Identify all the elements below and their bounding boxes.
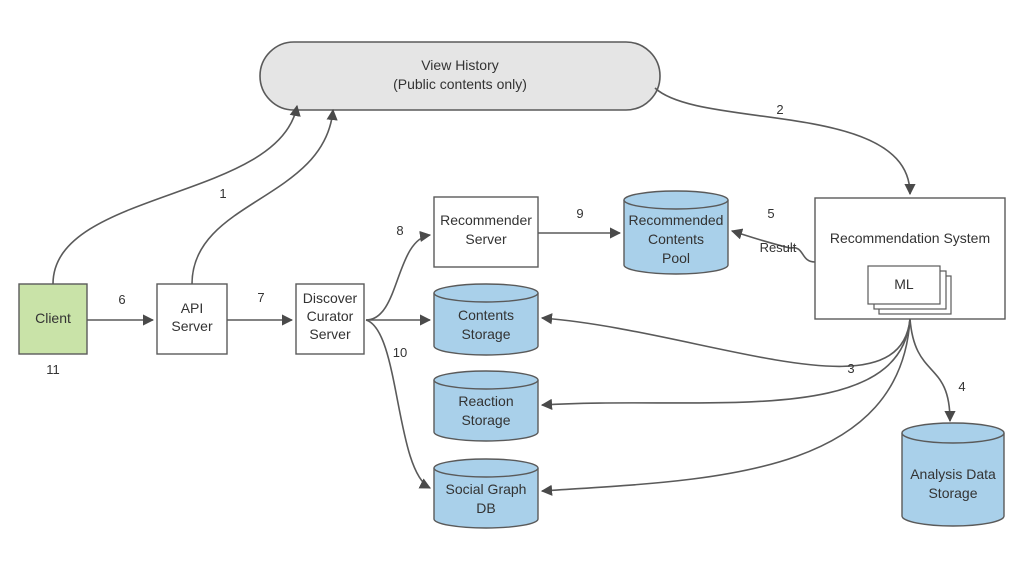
discover-label-line2: Curator — [307, 308, 354, 324]
social-graph-db: Social Graph DB — [433, 458, 539, 529]
view-history-node: View History (Public contents only) — [259, 41, 661, 111]
recommender-server-label-line1: Recommender — [440, 212, 532, 228]
edge-label-9: 9 — [576, 206, 583, 221]
contents-storage-label-line1: Contents — [458, 307, 514, 323]
edge-label-8: 8 — [396, 223, 403, 238]
edge-label-result: Result — [760, 240, 797, 255]
discover-curator-server-node: Discover Curator Server — [295, 283, 365, 355]
edge-rec-system-to-reaction — [540, 318, 911, 410]
edge-discover-to-recommender — [365, 230, 432, 321]
client-label: Client — [35, 310, 71, 326]
edge-label-1: 1 — [219, 186, 226, 201]
analysis-storage-label-line1: Analysis Data — [910, 466, 996, 482]
edge-rec-system-to-social-graph — [540, 318, 911, 496]
pool-label-line3: Pool — [662, 250, 690, 266]
ml-stack: ML — [867, 265, 952, 315]
discover-label-line3: Server — [309, 326, 351, 342]
recommended-contents-pool-db: Recommended Contents Pool — [623, 190, 729, 275]
contents-storage-db: Contents Storage — [433, 283, 539, 356]
contents-storage-label-line2: Storage — [461, 326, 510, 342]
api-server-label-line2: Server — [171, 318, 213, 334]
view-history-title: View History — [421, 57, 499, 73]
edge-rec-system-to-analysis — [909, 318, 956, 423]
edge-label-6: 6 — [118, 292, 125, 307]
reaction-storage-label-line1: Reaction — [458, 393, 513, 409]
edge-rec-system-to-pool — [730, 228, 816, 263]
pool-label-line2: Contents — [648, 231, 704, 247]
ml-label: ML — [894, 276, 914, 292]
analysis-storage-label-line2: Storage — [928, 485, 977, 501]
recommendation-system-label: Recommendation System — [830, 230, 990, 246]
edge-label-2: 2 — [776, 102, 783, 117]
analysis-data-storage-db: Analysis Data Storage — [901, 422, 1005, 527]
edge-label-10: 10 — [393, 345, 407, 360]
recommender-server-node: Recommender Server — [433, 196, 539, 268]
client-number-label: 11 — [46, 362, 60, 377]
edge-label-5: 5 — [767, 206, 774, 221]
api-server-label-line1: API — [181, 300, 204, 316]
social-graph-label-line2: DB — [476, 500, 495, 516]
social-graph-label-line1: Social Graph — [446, 481, 527, 497]
reaction-storage-db: Reaction Storage — [433, 370, 539, 442]
edge-label-4: 4 — [958, 379, 965, 394]
view-history-subtitle: (Public contents only) — [393, 76, 527, 92]
edge-api-to-view-history — [191, 108, 338, 285]
discover-label-line1: Discover — [303, 290, 358, 306]
edge-rec-system-to-contents — [540, 313, 911, 368]
edge-label-7: 7 — [257, 290, 264, 305]
reaction-storage-label-line2: Storage — [461, 412, 510, 428]
api-server-node: API Server — [156, 283, 228, 355]
edge-client-to-view-history — [52, 104, 301, 285]
edge-discover-to-social-graph — [365, 319, 431, 489]
edge-view-history-to-rec-system — [654, 87, 916, 196]
recommender-server-label-line2: Server — [465, 231, 507, 247]
client-node: Client — [18, 283, 88, 355]
pool-label-line1: Recommended — [629, 212, 724, 228]
edge-label-3: 3 — [847, 361, 854, 376]
